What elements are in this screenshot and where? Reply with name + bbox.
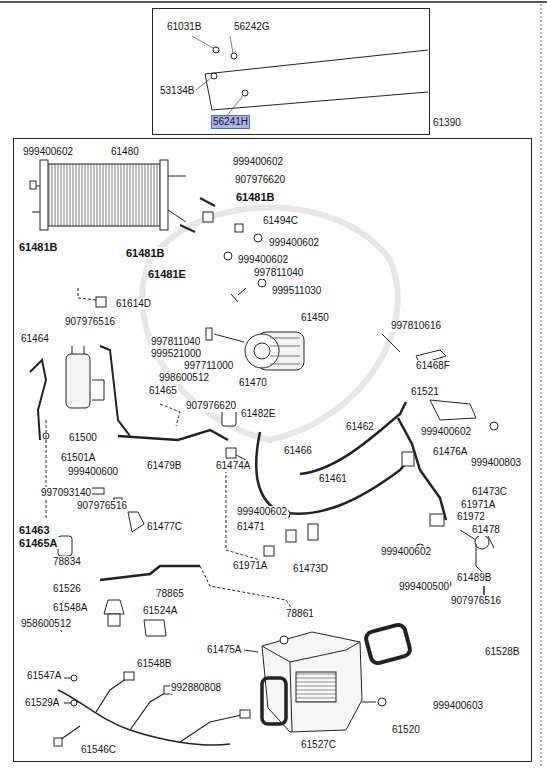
callout-number: 61473C xyxy=(471,486,508,498)
callout-number: 78865 xyxy=(155,588,185,600)
callout-number: 999400602 xyxy=(232,156,284,168)
callout-number: 907976516 xyxy=(76,500,128,512)
callout-number: 999511030 xyxy=(271,285,322,297)
callout-number: 999400602 xyxy=(268,237,320,249)
callout-number: 61971A xyxy=(460,499,496,511)
callout-number: 61461 xyxy=(318,473,348,485)
callout-number: 61481B xyxy=(235,191,276,203)
callout-number: 61465 xyxy=(148,385,178,397)
callout-number: 999400602 xyxy=(236,506,288,518)
callout-number: 61481B xyxy=(18,241,59,253)
callout-number: 61466 xyxy=(283,445,313,457)
callout-number: 61470 xyxy=(238,377,268,389)
callout-number: 61548B xyxy=(136,658,172,670)
callout-number: 61529A xyxy=(24,697,60,709)
callout-number: 999400600 xyxy=(67,466,119,478)
callout-number: 999400603 xyxy=(432,700,484,712)
callout-number: 78834 xyxy=(52,556,82,568)
callout-number: 61520 xyxy=(391,724,421,736)
callout-number: 997811040 xyxy=(253,267,304,279)
callout-number: 999400500 xyxy=(398,581,450,593)
callout-number: 999400602 xyxy=(420,426,472,438)
part-number: 53134B xyxy=(159,85,195,97)
callout-number: 999400602 xyxy=(380,546,432,558)
callout-number: 61478 xyxy=(471,524,501,536)
callout-number: 907976620 xyxy=(234,174,286,186)
callout-number: 61971A xyxy=(232,560,268,572)
callout-number: 61476A xyxy=(432,446,468,458)
callout-number: 61473D xyxy=(292,563,329,575)
callout-number: 61501A xyxy=(60,452,96,464)
callout-number: 61521 xyxy=(410,386,440,398)
callout-number: 61972 xyxy=(456,511,486,523)
callout-number: 61477C xyxy=(146,521,183,533)
callout-number: 61494C xyxy=(262,215,299,227)
callout-number: 999400602 xyxy=(22,146,74,158)
callout-number: 998600512 xyxy=(158,372,210,384)
callout-number: 997810616 xyxy=(390,320,442,332)
callout-number: 61475A xyxy=(206,644,242,656)
callout-number: 992880808 xyxy=(170,682,222,694)
callout-number: 907976620 xyxy=(185,400,237,412)
part-number: 61031B xyxy=(166,21,202,33)
callout-number: 61489B xyxy=(456,572,492,584)
callout-number: 61500 xyxy=(68,432,98,444)
callout-number: 61463 xyxy=(18,524,51,536)
callout-number: 61548A xyxy=(52,602,88,614)
callout-number: 907976516 xyxy=(64,316,116,328)
callout-number: 999521000 xyxy=(150,348,202,360)
inset-box: 61031B 56242G 53134B 56241H xyxy=(152,8,430,135)
callout-number: 61465A xyxy=(18,537,59,549)
callout-number: 999400803 xyxy=(470,457,522,469)
part-number: 61390 xyxy=(432,117,462,129)
callout-number: 61481B xyxy=(125,247,166,259)
callout-number: 61482E xyxy=(240,408,276,420)
callout-number: 61464 xyxy=(20,333,50,345)
callout-number: 61468F xyxy=(415,360,451,372)
callout-number: 61450 xyxy=(300,312,330,324)
callout-number: 61524A xyxy=(142,605,178,617)
callout-number: 61546C xyxy=(80,744,117,756)
callout-number: 61528B xyxy=(484,646,520,658)
callout-number: 61462 xyxy=(345,421,375,433)
callout-number: 78861 xyxy=(285,608,315,620)
callout-number: 61614D xyxy=(115,298,152,310)
part-number: 56242G xyxy=(233,21,271,33)
part-number: 56241H xyxy=(211,115,250,129)
callout-number: 61481E xyxy=(147,268,187,280)
callout-number: 61547A xyxy=(26,670,62,682)
callout-number: 997811040 xyxy=(150,336,201,348)
callout-number: 907976516 xyxy=(450,595,502,607)
callout-number: 61479B xyxy=(146,460,182,472)
callout-number: 61526 xyxy=(52,583,82,595)
callout-number: 997711000 xyxy=(183,360,234,372)
callout-number: 999400602 xyxy=(237,254,289,266)
callout-number: 61527C xyxy=(300,739,337,751)
callout-number: 997093140 xyxy=(40,487,92,499)
callout-number: 61474A xyxy=(215,460,251,472)
callout-number: 958600512 xyxy=(20,618,72,630)
callout-number: 61471 xyxy=(236,521,266,533)
callout-number: 61480 xyxy=(110,146,140,158)
